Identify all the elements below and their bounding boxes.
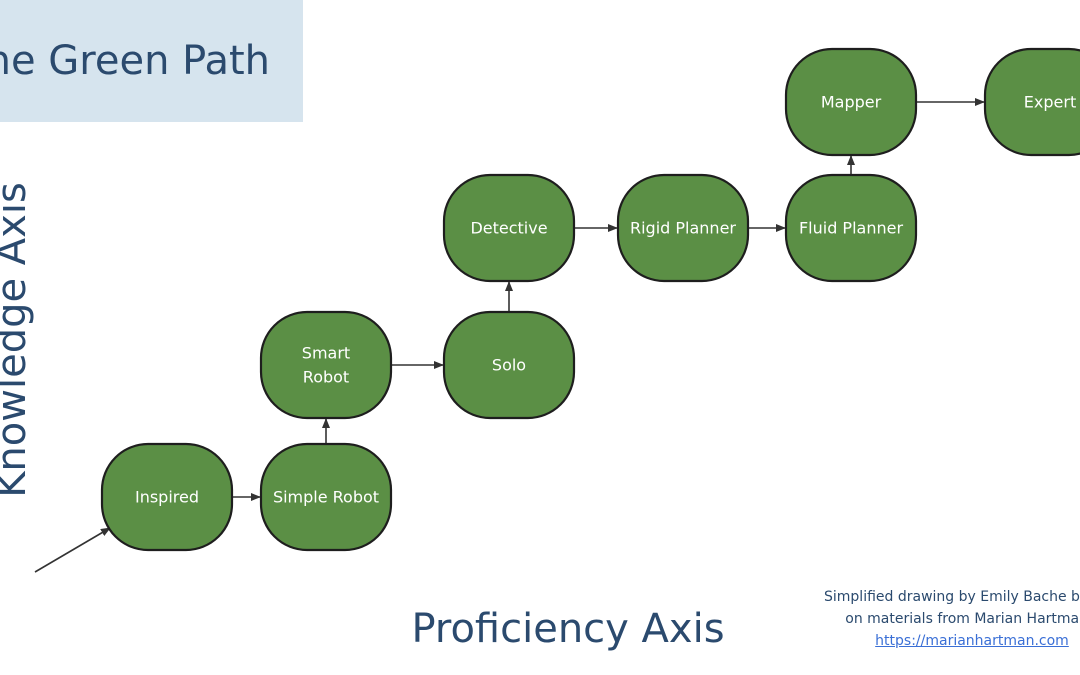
node-fluid-planner: Fluid Planner [784, 173, 918, 283]
node-label: Fluid Planner [799, 219, 904, 238]
node-shape [100, 442, 234, 552]
edge-start-to-inspired [34, 527, 111, 573]
node-label: Inspired [135, 488, 199, 507]
node-expert: Expert [983, 47, 1080, 157]
node-detective: Detective [442, 173, 576, 283]
node-label: Smart [302, 344, 350, 363]
node-shape [442, 173, 576, 283]
node-shape [616, 173, 750, 283]
node-simple-robot: Simple Robot [259, 442, 393, 552]
node-label: Robot [303, 368, 349, 387]
node-mapper: Mapper [784, 47, 918, 157]
node-inspired: Inspired [100, 442, 234, 552]
x-axis-label: Proficiency Axis [411, 606, 725, 652]
node-rigid-planner: Rigid Planner [616, 173, 750, 283]
page-title: The Green Path [0, 38, 270, 84]
node-shape [784, 47, 918, 157]
credit-note: Simplified drawing by Emily Bache based … [824, 586, 1080, 652]
node-label: Mapper [821, 93, 882, 112]
node-solo: Solo [442, 310, 576, 420]
node-shape [442, 310, 576, 420]
node-label: Expert [1024, 93, 1076, 112]
node-label: Rigid Planner [630, 219, 736, 238]
node-label: Detective [470, 219, 547, 238]
node-label: Simple Robot [273, 488, 379, 507]
node-label: Solo [492, 356, 526, 375]
node-shape [784, 173, 918, 283]
credit-line-1: Simplified drawing by Emily Bache based [824, 589, 1080, 605]
node-shape [259, 310, 393, 420]
node-shape [983, 47, 1080, 157]
node-shape [259, 442, 393, 552]
credit-link[interactable]: https://marianhartman.com [875, 633, 1069, 649]
credit-line-2: on materials from Marian Hartman [845, 611, 1080, 627]
title-box: The Green Path [0, 0, 303, 122]
